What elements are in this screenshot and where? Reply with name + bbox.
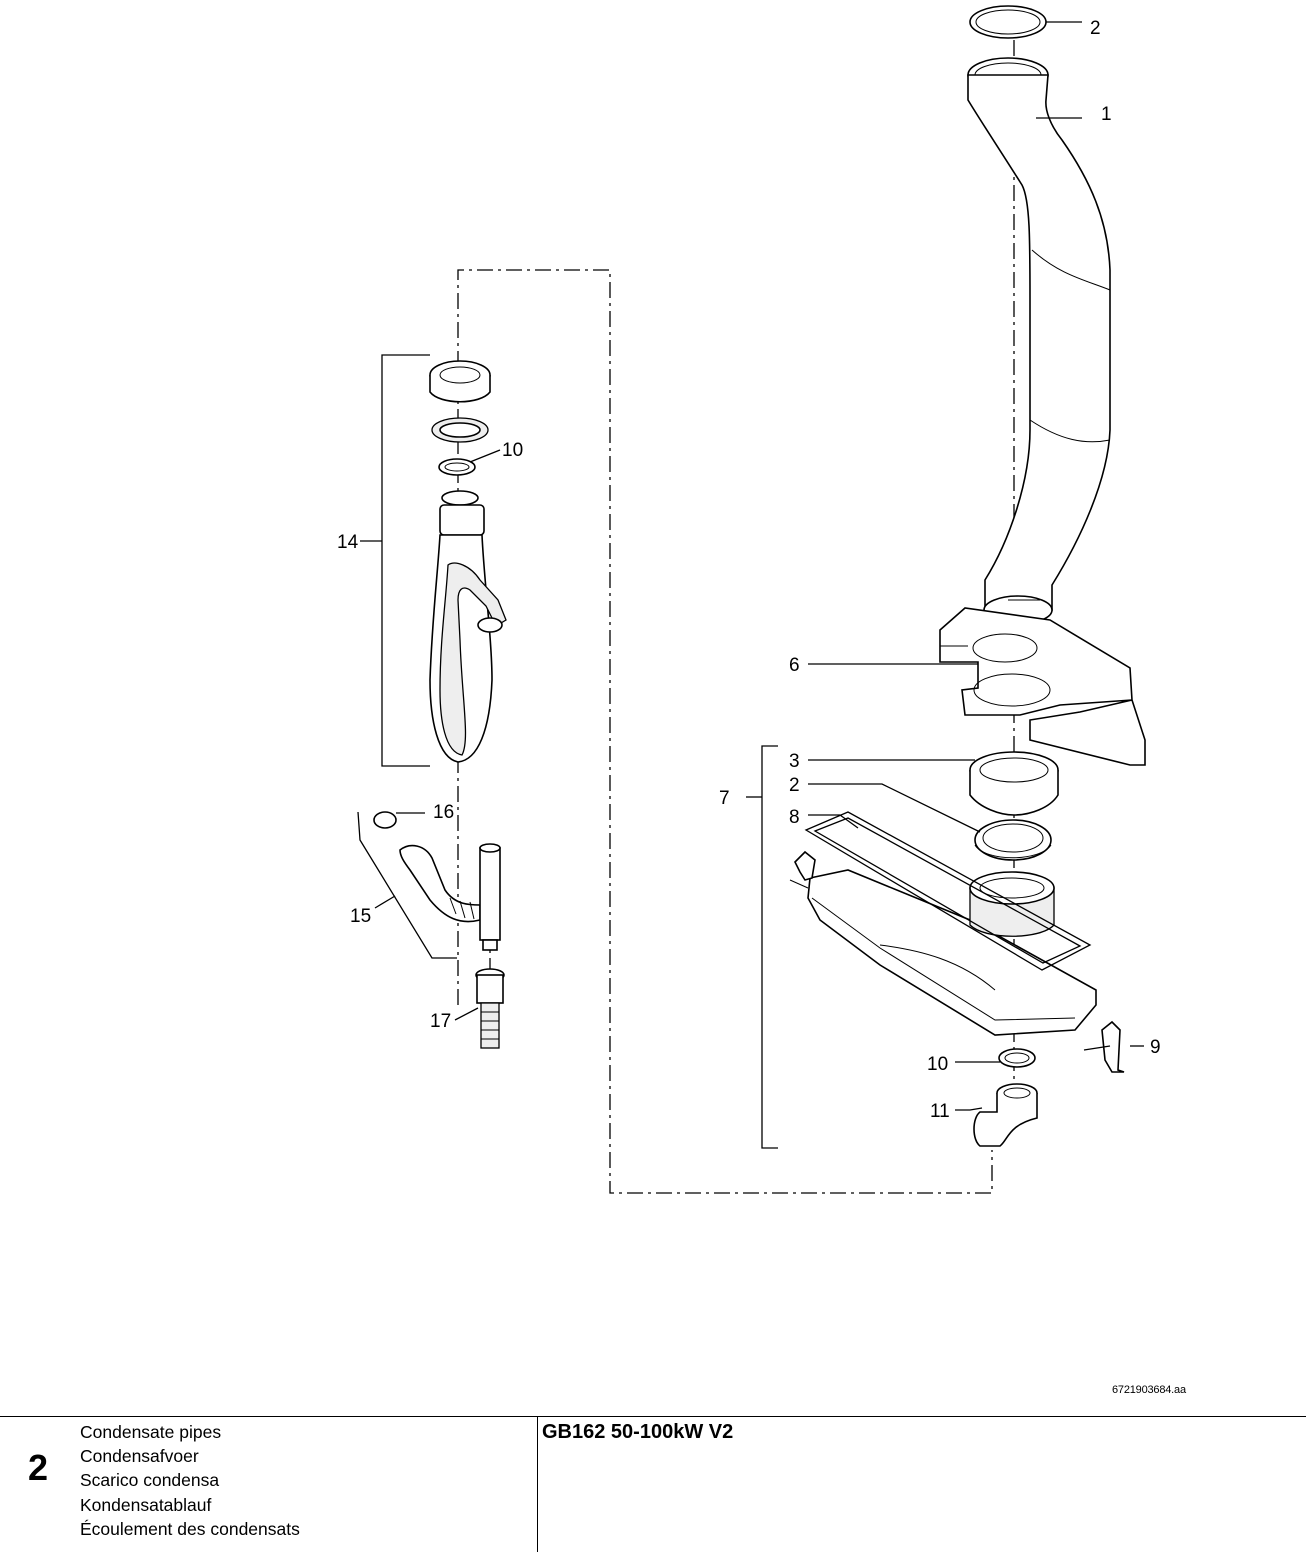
- sheet-number: 2: [28, 1447, 49, 1488]
- mounting-bracket: [939, 607, 1146, 766]
- title-english: Condensate pipes: [80, 1422, 222, 1442]
- elbow-outlet: [973, 1083, 1038, 1147]
- exploded-parts-diagram: 2 1 6 3 2 7 8 9 10 11 10 14 16 15 17: [337, 5, 1161, 1194]
- tray-gasket: [804, 811, 1092, 971]
- hose-clamp-ring: [373, 811, 397, 829]
- callout-9: 9: [1150, 1037, 1161, 1058]
- model-name: GB162 50-100kW V2: [542, 1421, 734, 1443]
- callout-10-lower: 10: [927, 1054, 948, 1075]
- clamp-ring: [969, 751, 1059, 816]
- title-list: Condensate pipes Condensafvoer Scarico c…: [80, 1420, 300, 1541]
- o-ring-upper: [438, 458, 476, 476]
- callout-16: 16: [433, 802, 454, 823]
- condensate-elbow-pipe: [967, 57, 1111, 625]
- callout-15: 15: [350, 906, 371, 927]
- title-block: 2 Condensate pipes Condensafvoer Scarico…: [0, 1416, 1306, 1552]
- siphon-nut: [429, 360, 491, 403]
- drain-hose: [399, 843, 501, 951]
- leader-lines: [357, 21, 1144, 1149]
- title-block-divider: [537, 1417, 538, 1552]
- title-italian: Scarico condensa: [80, 1470, 220, 1491]
- callout-11: 11: [930, 1101, 950, 1122]
- siphon-washer: [431, 417, 489, 443]
- callout-8: 8: [789, 807, 800, 828]
- callout-6: 6: [789, 655, 800, 676]
- callout-17: 17: [430, 1011, 451, 1032]
- callout-2-top: 2: [1090, 18, 1101, 39]
- connection-path: [457, 40, 1015, 1194]
- callout-1: 1: [1101, 104, 1112, 125]
- retaining-clip: [1083, 1020, 1125, 1073]
- callout-7: 7: [719, 788, 730, 809]
- condensate-tray: [807, 869, 1097, 1036]
- tray-clip-left: [789, 850, 816, 889]
- drain-fitting: [475, 968, 505, 1049]
- siphon-body: [429, 490, 507, 763]
- title-french: Écoulement des condensats: [80, 1518, 300, 1539]
- seal-ring-lower: [974, 819, 1052, 861]
- callout-2-lower: 2: [789, 775, 800, 796]
- document-reference: 6721903684.aa: [1112, 1384, 1186, 1396]
- callout-3: 3: [789, 751, 800, 772]
- callout-10-upper: 10: [502, 440, 523, 461]
- title-german: Kondensatablauf: [80, 1494, 212, 1515]
- o-ring-lower: [998, 1048, 1036, 1068]
- seal-ring-top: [969, 5, 1047, 39]
- title-dutch: Condensafvoer: [80, 1446, 199, 1467]
- callout-14: 14: [337, 532, 359, 553]
